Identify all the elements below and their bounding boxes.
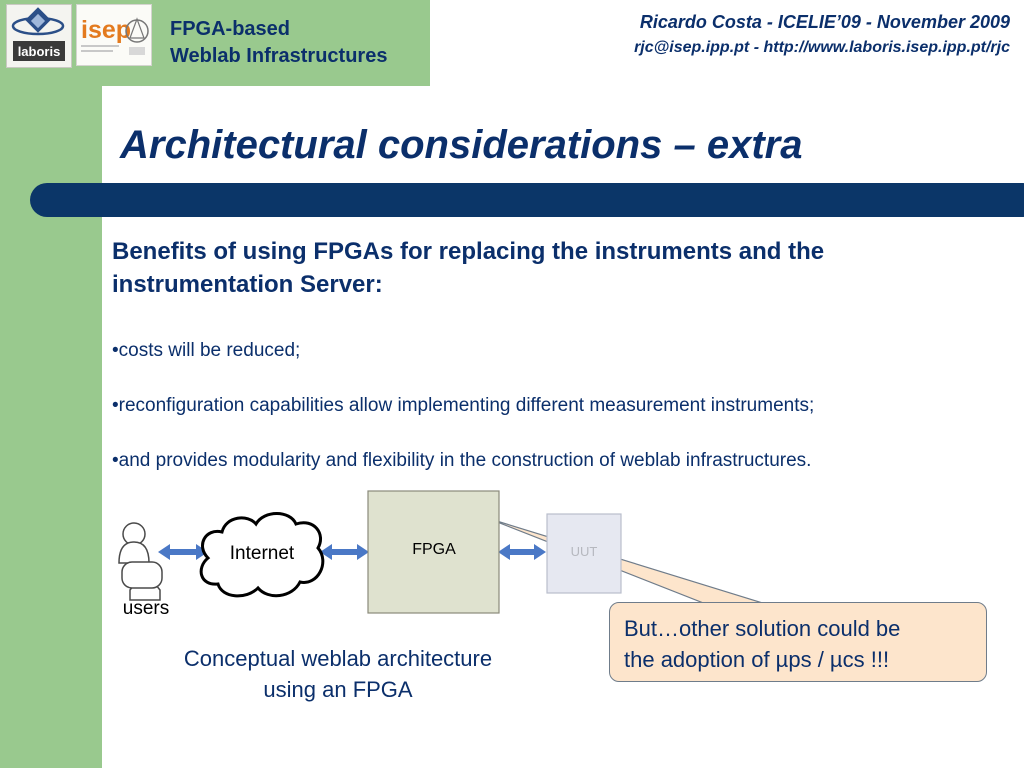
users-label: users: [122, 598, 170, 619]
isep-logo: isep: [76, 4, 152, 66]
callout-text-line2: the adoption of µps / µcs !!!: [624, 647, 890, 672]
internet-fpga-arrow: [320, 544, 369, 560]
author-line: Ricardo Costa - ICELIE’09 - November 200…: [639, 12, 1010, 32]
fpga-uut-arrow: [498, 544, 546, 560]
title-underline-bar: [30, 183, 1024, 217]
internet-cloud: [199, 512, 325, 598]
diagram-caption-line2: using an FPGA: [263, 677, 413, 702]
svg-text:isep: isep: [81, 16, 131, 44]
fpga-box: [367, 490, 500, 614]
users-icon: [118, 522, 163, 601]
users-internet-arrow: [158, 544, 208, 560]
bullet-item: •and provides modularity and flexibility…: [112, 450, 812, 471]
presentation-title: FPGA-based Weblab Infrastructures: [170, 16, 425, 70]
diagram-caption: Conceptual weblab architecture using an …: [140, 643, 536, 705]
left-green-rail: [0, 0, 102, 768]
fpga-label: FPGA: [412, 541, 456, 558]
presentation-title-line1: FPGA-based: [170, 18, 291, 40]
slide-subheading: Benefits of using FPGAs for replacing th…: [112, 238, 825, 298]
author-info: Ricardo Costa - ICELIE’09 - November 200…: [634, 10, 1010, 60]
svg-text:laboris: laboris: [18, 44, 61, 59]
callout-text-line1: But…other solution could be: [624, 616, 901, 641]
bullet-item: •costs will be reduced;: [112, 340, 301, 361]
callout-box: But…other solution could be the adoption…: [609, 602, 987, 682]
bullet-item: •reconfiguration capabilities allow impl…: [112, 395, 815, 416]
author-contact-line: rjc@isep.ipp.pt - http://www.laboris.ise…: [634, 39, 1010, 56]
uut-box: [546, 513, 622, 594]
uut-label: UUT: [570, 544, 598, 559]
callout-pointer: [486, 517, 767, 605]
diagram-caption-line1: Conceptual weblab architecture: [183, 646, 493, 671]
presentation-title-line2: Weblab Infrastructures: [170, 45, 388, 67]
internet-label: Internet: [229, 543, 295, 564]
laboris-logo: laboris: [6, 4, 72, 68]
slide-title: Architectural considerations – extra: [120, 123, 803, 167]
